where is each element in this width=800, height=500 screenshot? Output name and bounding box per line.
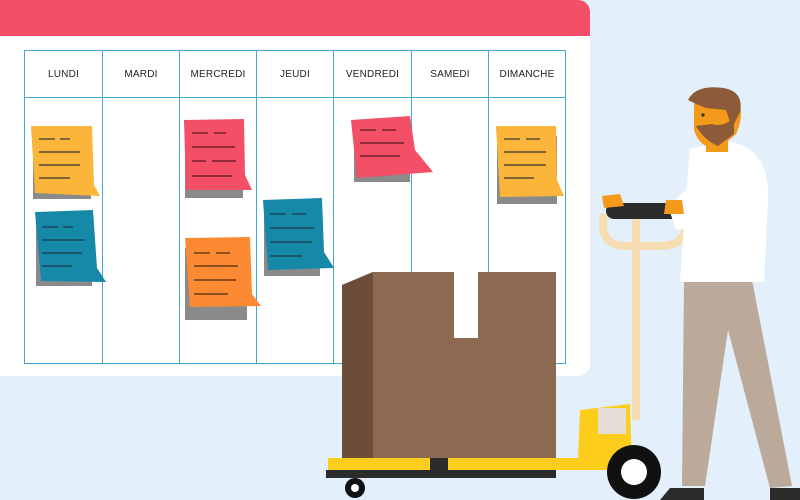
day-column-dimanche: DIMANCHE	[489, 51, 565, 363]
day-label-samedi: SAMEDI	[412, 51, 488, 98]
day-column-lundi: LUNDI	[25, 51, 103, 363]
day-label-mercredi: MERCREDI	[180, 51, 256, 98]
day-column-vendredi: VENDREDI	[334, 51, 412, 363]
sticky-note-icon	[184, 119, 252, 198]
day-column-mercredi: MERCREDI	[180, 51, 257, 363]
weekly-calendar-board: LUNDI MARDI MERCREDI JEUDI VENDREDI SAME…	[0, 0, 590, 376]
day-column-samedi: SAMEDI	[412, 51, 489, 363]
day-label-dimanche: DIMANCHE	[489, 51, 565, 98]
day-label-lundi: LUNDI	[25, 51, 102, 98]
day-label-mardi: MARDI	[103, 51, 179, 98]
sticky-note-icon	[31, 126, 100, 199]
worker-illustration	[602, 87, 800, 500]
sticky-note-icon	[496, 126, 564, 204]
calendar-grid: LUNDI MARDI MERCREDI JEUDI VENDREDI SAME…	[24, 50, 566, 364]
day-label-jeudi: JEUDI	[257, 51, 333, 98]
sticky-note-icon	[35, 210, 106, 286]
day-label-vendredi: VENDREDI	[334, 51, 411, 98]
day-column-jeudi: JEUDI	[257, 51, 334, 363]
sticky-note-icon	[263, 198, 334, 276]
sticky-note-icon	[351, 116, 433, 182]
day-column-mardi: MARDI	[103, 51, 180, 363]
sticky-note-icon	[185, 237, 261, 320]
cardboard-box-icon	[342, 272, 556, 458]
calendar-header-bar	[0, 0, 590, 36]
